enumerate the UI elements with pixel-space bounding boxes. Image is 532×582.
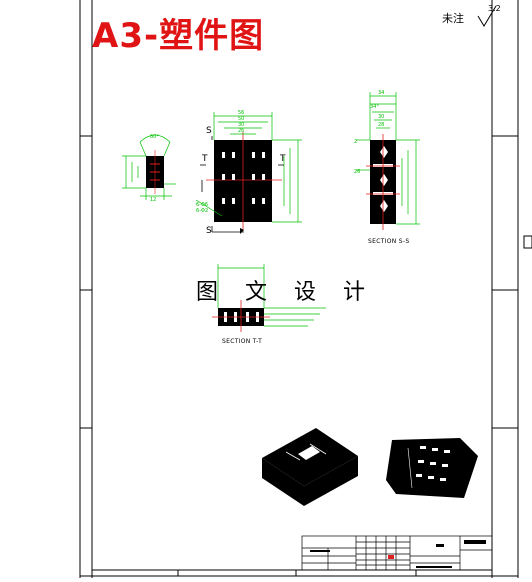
roughness-value: 3.2 [488,4,501,13]
title-block [301,535,493,571]
svg-text:26: 26 [354,169,360,175]
section-marker-s-top: S [206,126,213,136]
svg-text:34: 34 [378,90,384,96]
section-marker-s-bottom: S [206,226,213,236]
svg-text:34°: 34° [370,104,379,110]
center-watermark-text: 图 文 设 计 [196,280,375,305]
front-view: 56 50 30 26 6-Φ6 6-Φ2 [195,110,302,234]
svg-text:30: 30 [238,122,244,128]
svg-text:56: 56 [238,110,244,116]
roughness-symbol-icon [477,5,497,27]
svg-text:6-Φ2: 6-Φ2 [196,208,208,214]
svg-text:30: 30 [378,114,384,120]
section-marker-t-right: T [280,154,286,164]
svg-text:12: 12 [150,197,156,203]
svg-text:60°: 60° [150,134,159,140]
svg-text:28: 28 [378,122,384,128]
unspecified-note: 未注 [442,12,464,25]
section-t-label: SECTION T-T [222,338,263,345]
svg-text:26: 26 [238,128,244,134]
isometric-view-top [262,428,358,506]
isometric-view-bottom [386,438,478,498]
edge-marker [523,235,532,249]
side-view-small: 60° 12 [122,134,176,203]
section-s-label: SECTION S-S [368,238,410,245]
section-s-view: 34 34° 30 28 2 26 [354,90,420,230]
title-block-mark [388,555,394,559]
drawing-title: A3-塑件图 [92,16,265,56]
section-marker-t-left: T [202,154,208,164]
title-block-text-marks [310,540,486,568]
svg-text:50: 50 [238,116,244,122]
svg-text:2: 2 [354,139,357,145]
svg-text:6-Φ6: 6-Φ6 [196,202,208,208]
section-t-view [212,264,326,332]
